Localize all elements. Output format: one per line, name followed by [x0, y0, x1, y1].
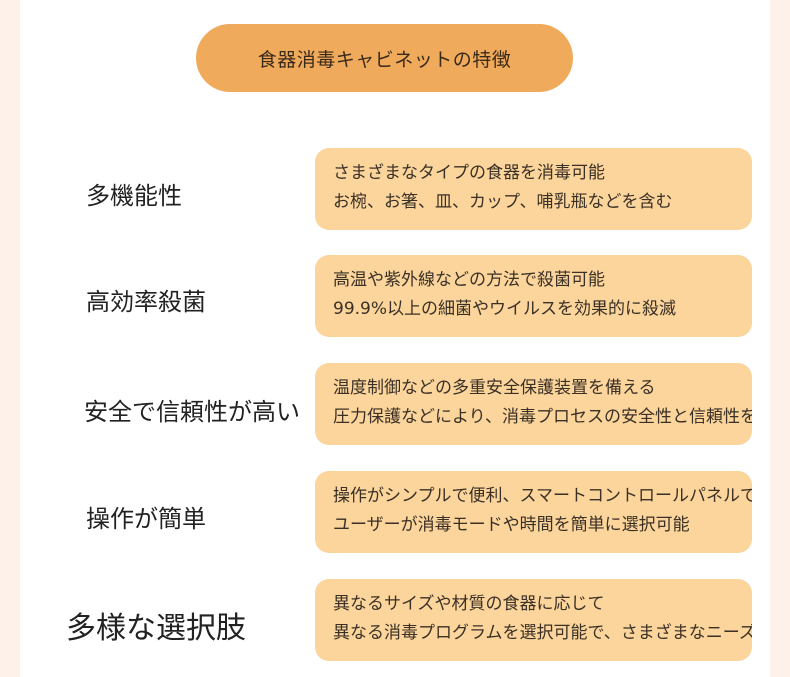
feature-box-safety: 温度制御などの多重安全保護装置を備える 圧力保護などにより、消毒プロセスの安全性…	[315, 363, 752, 445]
feature-label-multifunction: 多機能性	[86, 182, 182, 210]
feature-box-easy-operation: 操作がシンプルで便利、スマートコントロールパネルで ユーザーが消毒モードや時間を…	[315, 471, 752, 553]
feature-line: 圧力保護などにより、消毒プロセスの安全性と信頼性を	[333, 407, 752, 427]
page-title: 食器消毒キャビネットの特徴	[196, 24, 573, 92]
feature-line: お椀、お箸、皿、カップ、哺乳瓶などを含む	[333, 192, 673, 212]
feature-line: 温度制御などの多重安全保護装置を備える	[333, 378, 656, 398]
feature-box-multifunction: さまざまなタイプの食器を消毒可能 お椀、お箸、皿、カップ、哺乳瓶などを含む	[315, 148, 752, 230]
feature-line: 操作がシンプルで便利、スマートコントロールパネルで	[333, 486, 752, 506]
feature-line: ユーザーが消毒モードや時間を簡単に選択可能	[333, 515, 690, 535]
feature-line: 高温や紫外線などの方法で殺菌可能	[333, 270, 605, 290]
feature-box-sterilization: 高温や紫外線などの方法で殺菌可能 99.9%以上の細菌やウイルスを効果的に殺滅	[315, 255, 752, 337]
feature-line: 異なる消毒プログラムを選択可能で、さまざまなニーズに	[333, 623, 752, 643]
feature-label-safety: 安全で信頼性が高い	[84, 398, 300, 426]
content-panel: 食器消毒キャビネットの特徴 多機能性 さまざまなタイプの食器を消毒可能 お椀、お…	[20, 0, 770, 677]
feature-line: 異なるサイズや材質の食器に応じて	[333, 594, 605, 614]
feature-line: 99.9%以上の細菌やウイルスを効果的に殺滅	[333, 299, 677, 319]
page-title-text: 食器消毒キャビネットの特徴	[257, 48, 512, 71]
feature-label-sterilization: 高効率殺菌	[86, 288, 206, 316]
feature-box-options: 異なるサイズや材質の食器に応じて 異なる消毒プログラムを選択可能で、さまざまなニ…	[315, 579, 752, 661]
feature-line: さまざまなタイプの食器を消毒可能	[333, 163, 605, 183]
feature-label-options: 多様な選択肢	[66, 611, 246, 646]
feature-label-easy-operation: 操作が簡単	[86, 505, 206, 533]
